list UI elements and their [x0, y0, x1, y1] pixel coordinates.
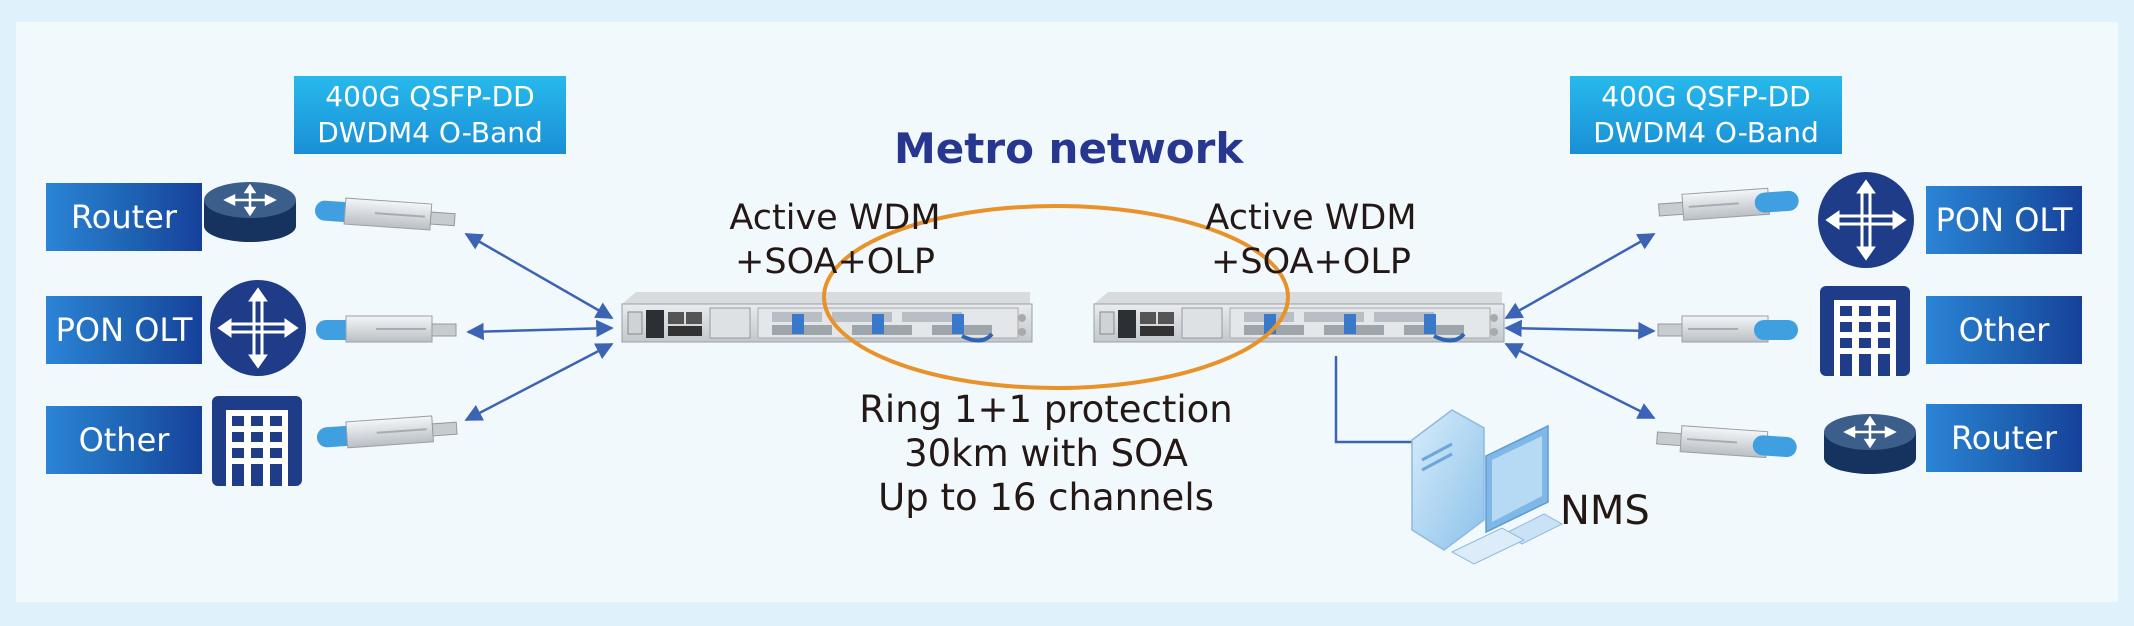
band-line-2: DWDM4 O-Band	[317, 116, 543, 149]
device-label-other: Other	[46, 406, 202, 474]
ring-info-line: Up to 16 channels	[878, 476, 1214, 519]
transceiver-icon	[1658, 187, 1799, 221]
wdm-node-label-right: Active WDM +SOA+OLP	[1176, 196, 1446, 284]
pon-olt-icon	[1818, 172, 1914, 268]
transceiver-icon	[1656, 425, 1797, 459]
band-line-1: 400G QSFP-DD	[1601, 80, 1811, 113]
device-label-router: Router	[1926, 404, 2082, 472]
transceiver-icon	[1657, 315, 1798, 343]
band-label-left: 400G QSFP-DD DWDM4 O-Band	[294, 76, 566, 154]
diagram-title: Metro network	[894, 124, 1244, 173]
wdm-line-2: +SOA+OLP	[735, 242, 935, 282]
ring-info-line: Ring 1+1 protection	[859, 388, 1233, 431]
computer-icon	[1411, 409, 1564, 565]
transceiver-icon	[316, 415, 458, 449]
ring-info: Ring 1+1 protection 30km with SOA Up to …	[836, 388, 1256, 520]
wdm-line-1: Active WDM	[1205, 198, 1417, 238]
right-arrows	[1504, 232, 1656, 420]
transceiver-icon	[316, 315, 457, 343]
building-icon	[1820, 286, 1910, 376]
device-label-pon-olt: PON OLT	[1926, 186, 2082, 254]
device-label-other: Other	[1926, 296, 2082, 364]
device-label-pon-olt: PON OLT	[46, 296, 202, 364]
band-line-2: DWDM4 O-Band	[1593, 116, 1819, 149]
wdm-line-2: +SOA+OLP	[1211, 242, 1411, 282]
protection-ring	[822, 204, 1290, 390]
band-label-right: 400G QSFP-DD DWDM4 O-Band	[1570, 76, 1842, 154]
pon-olt-icon	[210, 280, 306, 376]
left-arrows	[464, 232, 614, 422]
nms-label: NMS	[1560, 488, 1650, 534]
ring-info-line: 30km with SOA	[904, 432, 1188, 475]
device-label-router: Router	[46, 183, 202, 251]
wdm-line-1: Active WDM	[729, 198, 941, 238]
building-icon	[212, 396, 302, 486]
wdm-node-label-left: Active WDM +SOA+OLP	[700, 196, 970, 284]
nms-link	[1334, 356, 1434, 444]
wdm-chassis-icon	[1093, 292, 1505, 343]
transceiver-icon	[314, 197, 456, 231]
router-icon	[1824, 414, 1916, 474]
band-line-1: 400G QSFP-DD	[325, 80, 535, 113]
router-icon	[204, 182, 296, 242]
wdm-chassis-icon	[621, 292, 1033, 343]
